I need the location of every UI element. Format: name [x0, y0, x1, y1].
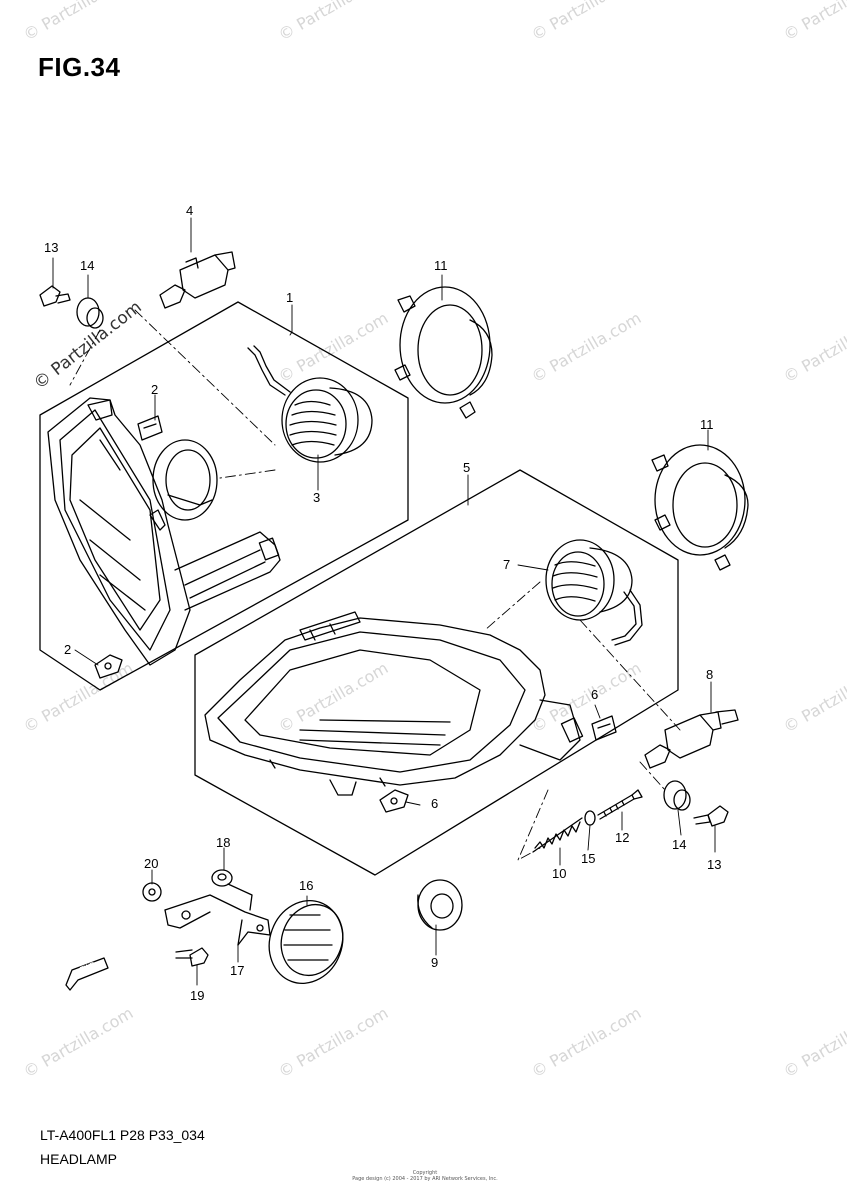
nut-18	[211, 869, 233, 887]
grommet-14-lower	[663, 780, 691, 811]
grommet-9	[417, 879, 463, 931]
ring-11-upper	[394, 286, 493, 419]
callout-19: 19	[190, 988, 205, 1003]
copyright-notice: Copyright Page design (c) 2004 - 2017 by…	[352, 1170, 498, 1182]
clip-6-lower	[379, 789, 409, 813]
screw-12	[597, 789, 643, 820]
ring-11-lower	[651, 444, 749, 571]
bracket-17	[164, 883, 271, 946]
bolt-19	[175, 947, 209, 967]
callout-11: 11	[434, 258, 448, 273]
nut-20	[142, 882, 162, 902]
figure-title: FIG.34	[38, 52, 121, 82]
callout-1: 1	[286, 290, 294, 305]
clip-2-upper	[137, 415, 163, 441]
spring-10	[532, 817, 583, 853]
screw-13-lower	[693, 805, 729, 827]
callout-6: 6	[591, 687, 599, 702]
callout-4: 4	[186, 203, 194, 218]
callout-15: 15	[581, 851, 596, 866]
fwd-arrow-icon	[65, 957, 109, 991]
lamp-housing-1	[47, 397, 281, 666]
callout-10: 10	[552, 866, 567, 881]
callout-6: 6	[431, 796, 439, 811]
clip-6-upper	[591, 715, 617, 741]
model-code: LT-A400FL1 P28 P33_034	[40, 1127, 205, 1143]
socket-3	[247, 345, 373, 463]
callout-8: 8	[706, 667, 714, 682]
callout-13: 13	[44, 240, 59, 255]
lamp-housing-5	[204, 611, 584, 796]
washer-15	[584, 810, 596, 826]
callout-14: 14	[80, 258, 95, 273]
grommet-14-upper	[76, 297, 104, 329]
callout-5: 5	[463, 460, 471, 475]
reflector-16	[268, 900, 344, 984]
callout-16: 16	[299, 878, 314, 893]
callout-17: 17	[230, 963, 245, 978]
callout-13: 13	[707, 857, 722, 872]
callout-2: 2	[64, 642, 72, 657]
callout-14: 14	[672, 837, 687, 852]
callout-2: 2	[151, 382, 159, 397]
section-name: HEADLAMP	[40, 1151, 118, 1167]
assembly-1-outline	[39, 301, 409, 691]
callout-7: 7	[503, 557, 511, 572]
bulb-8	[644, 709, 739, 769]
callout-11: 11	[700, 417, 714, 432]
screw-13-upper	[39, 285, 71, 307]
callout-18: 18	[216, 835, 231, 850]
bulb-4	[159, 251, 236, 309]
callout-12: 12	[615, 830, 630, 845]
callout-3: 3	[313, 490, 321, 505]
clip-2-lower	[94, 654, 123, 679]
assembly-5-outline	[194, 469, 679, 876]
socket-7	[545, 539, 643, 646]
callout-20: 20	[144, 856, 159, 871]
callout-9: 9	[431, 955, 439, 970]
